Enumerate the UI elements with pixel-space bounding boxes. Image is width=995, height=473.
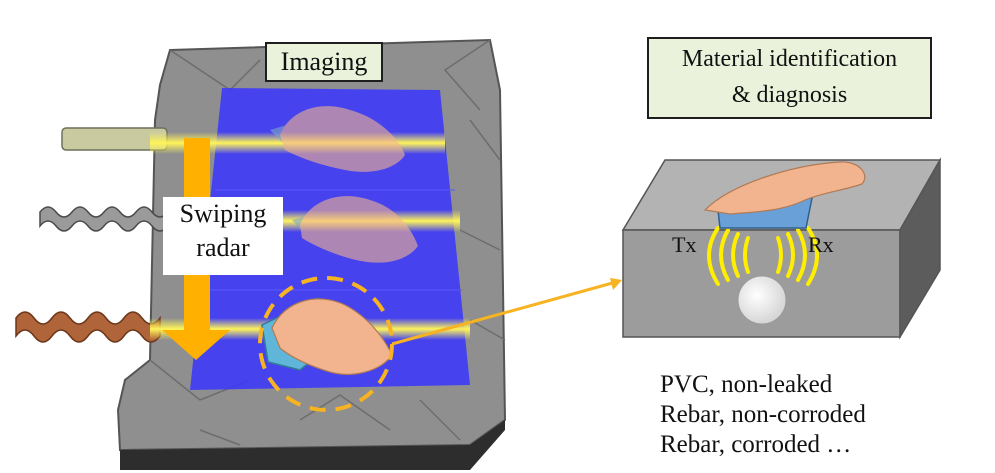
radar-label-line-2: radar — [196, 233, 250, 262]
rebar-steel — [39, 206, 169, 232]
tx-label: Tx — [672, 232, 697, 257]
diagnosis-results: PVC, non-leaked Rebar, non-corroded Reba… — [660, 370, 866, 460]
embedded-object — [737, 275, 787, 325]
hand-ghost-1 — [270, 106, 405, 172]
radar-label-line-1: Swiping — [179, 199, 267, 228]
rx-label: Rx — [808, 232, 834, 257]
rebar-corroded — [15, 311, 161, 343]
result-item: Rebar, corroded … — [660, 431, 852, 458]
result-item: Rebar, non-corroded — [660, 401, 866, 428]
material-label-line-1: Material identification — [681, 46, 898, 72]
imaging-label: Imaging — [265, 42, 383, 82]
hand-sensor-active — [261, 297, 393, 375]
material-identification-label: Material identification & diagnosis — [647, 37, 932, 119]
detail-hand-sensor — [703, 161, 866, 229]
swiping-radar-label: Swiping radar — [163, 197, 283, 275]
material-label-line-2: & diagnosis — [731, 82, 848, 108]
result-item: PVC, non-leaked — [660, 371, 833, 398]
callout-connector — [391, 278, 622, 346]
hand-ghost-2 — [292, 196, 418, 263]
rx-waves — [776, 226, 819, 286]
tx-waves — [707, 226, 750, 286]
